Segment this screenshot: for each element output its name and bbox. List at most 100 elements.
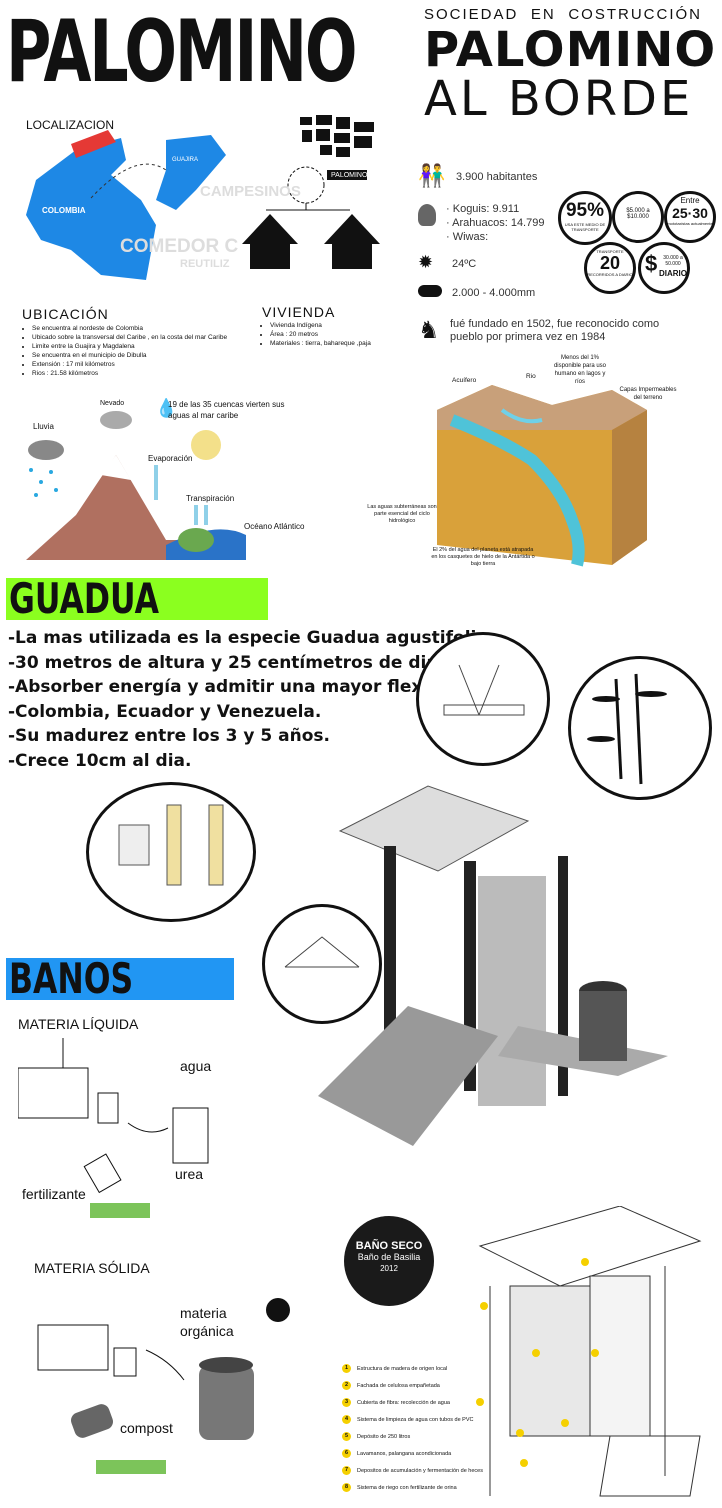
- arrow-line-1: [90, 163, 167, 199]
- guadua-text: -La mas utilizada es la especie Guadua a…: [8, 626, 502, 773]
- guadua-line: -La mas utilizada es la especie Guadua a…: [8, 628, 501, 648]
- legend-text: Lavamanos, palangana acondicionada: [357, 1450, 452, 1457]
- ubicacion-item: Extensión : 17 mil kilómetros: [32, 360, 282, 369]
- solid-process-diagram: [37, 1298, 290, 1474]
- badge-transport: 95% USA ESTE MEDIO DE TRANSPORTE: [558, 191, 612, 245]
- badge-trips-big: 20: [599, 253, 621, 273]
- legend-text: Sistema de riego con fertilizante de ori…: [357, 1484, 457, 1491]
- badge-trips-top: TRANSPORTE: [596, 249, 624, 254]
- temperature-text: 24ºC: [452, 258, 477, 270]
- capas-label: Capas Impermeables del terreno: [619, 387, 677, 401]
- badge-mototaxi-top: Entre: [680, 196, 700, 205]
- compost-label: compost: [120, 1420, 173, 1436]
- dos-porciento-label: El 2% del agua del planeta está atrapada…: [431, 547, 535, 567]
- rio-label: Rio: [526, 373, 536, 380]
- guadua-line: -Colombia, Ecuador y Venezuela.: [8, 701, 322, 722]
- watermark-2: COMEDOR C: [120, 236, 239, 257]
- badge-95-text: USA ESTE MEDIO DE TRANSPORTE: [564, 222, 606, 232]
- badge-price-text: $5.000 a $10.000: [626, 208, 650, 220]
- guadua-line: -Absorber energía y admitir una mayor fl…: [8, 677, 459, 697]
- indigenous-head-icon: [418, 204, 436, 226]
- vivienda-item: Materiales : tierra, bahareque ,paja: [270, 339, 420, 348]
- ethnic-list: · Koguis: 9.911 · Arahuacos: 14.799 · Wi…: [446, 203, 545, 243]
- ubicacion-title: UBICACIÓN: [22, 306, 109, 322]
- guajira-red-shape: [71, 130, 116, 158]
- lluvia-label: Lluvia: [33, 422, 54, 431]
- badge-mototaxi-big: 25·30: [672, 205, 708, 221]
- rain-text: 2.000 - 4.000mm: [452, 287, 536, 299]
- legend-text: Fachada de celulosa empañetada: [357, 1382, 440, 1389]
- localizacion-label: LOCALIZACION: [26, 118, 115, 132]
- colombia-label: COLOMBIA: [42, 206, 86, 215]
- foundation-detail-circle: [86, 782, 256, 922]
- arahuacos-text: Arahuacos: 14.799: [452, 217, 545, 229]
- ubicacion-item: Se encuentra al nordeste de Colombia: [32, 324, 282, 333]
- legend-text: Cubierta de fibra: recolección de agua: [357, 1399, 450, 1406]
- bano-seco-badge: BAÑO SECO Baño de Basilia 2012: [344, 1216, 434, 1306]
- kogis-text: Koguis: 9.911: [452, 203, 520, 215]
- colombia-map: [26, 130, 226, 280]
- dry-toilet-drawing: [476, 1206, 702, 1497]
- ubicacion-item: Se encuentra en el municipio de Dibulla: [32, 351, 282, 360]
- nevado-label: Nevado: [100, 400, 125, 407]
- banos-banner: BANOS: [6, 958, 234, 1000]
- wiwas-text: Wiwas:: [452, 231, 489, 243]
- sociedad-word-2: EN: [530, 6, 556, 23]
- subtitle-al-borde: AL BORDE: [424, 71, 694, 127]
- vivienda-item: Área : 20 metros: [270, 330, 420, 339]
- badge-daily-label: DIARIO: [659, 269, 687, 278]
- guadua-line: -30 metros de altura y 25 centímetros de…: [8, 652, 502, 673]
- fertilizante-label: fertilizante: [22, 1186, 86, 1202]
- watermark-3: REUTILIZ: [180, 258, 230, 270]
- water-cycle-illustration: [26, 411, 246, 560]
- bamboo-circle: [568, 656, 712, 800]
- ubicacion-list: Se encuentra al nordeste de Colombia Ubi…: [18, 324, 282, 378]
- evaporacion-label: Evaporación: [148, 454, 193, 463]
- guadua-line: -Crece 10cm al dia.: [8, 750, 192, 771]
- badge-daily: $ 30.000 a 50.000 DIARIO: [638, 242, 690, 294]
- guadua-title: GUADUA: [9, 574, 159, 623]
- guadua-line: -Su madurez entre los 3 y 5 años.: [8, 726, 330, 746]
- agua-label: agua: [180, 1058, 212, 1074]
- bano-seco-title: BAÑO SECO: [355, 1240, 423, 1252]
- guadua-banner: GUADUA: [6, 578, 268, 620]
- roof-truss-circle: [262, 904, 382, 1024]
- sociedad-word-1: SOCIEDAD: [424, 6, 519, 23]
- urea-label: urea: [175, 1166, 204, 1182]
- people-icon: 👫: [418, 163, 446, 188]
- watermark-1: CAMPESINOS: [200, 183, 301, 200]
- ubicacion-item: Rios : 21.58 kilómetros: [32, 369, 282, 378]
- joint-detail-circle: [416, 632, 550, 766]
- legend-text: Sistema de limpieza de agua con tubos de…: [357, 1416, 474, 1423]
- badge-trips: TRANSPORTE 20 RECORRIDOS A DIARIO: [584, 242, 636, 294]
- vivienda-item: Vivienda Indígena: [270, 321, 420, 330]
- water-drop-icon: 💧: [155, 398, 178, 418]
- aquifer-block-diagram: [437, 385, 647, 567]
- badge-mototaxi: Entre 25·30 mototaxistas actualmente: [664, 191, 716, 243]
- badge-daily-amount: 30.000 a 50.000: [663, 255, 683, 267]
- legend-text: Estructura de madera de origen local: [357, 1365, 448, 1372]
- banos-title: BANOS: [9, 954, 134, 1003]
- bano-seco-subtitle: Baño de Basilia: [357, 1252, 421, 1262]
- bano-seco-year: 2012: [380, 1264, 398, 1273]
- ubicacion-item: Ubicado sobre la transversal del Caribe …: [32, 333, 282, 342]
- ubicacion-item: Limite entre la Guajira y Magdalena: [32, 342, 282, 351]
- cuencas-text: 19 de las 35 cuencas vierten sus aguas a…: [168, 400, 285, 420]
- guajira-shape: [156, 135, 226, 210]
- horse-rider-icon: ♞: [418, 317, 440, 344]
- subtitle-palomino: PALOMINO: [424, 22, 717, 78]
- badge-mototaxi-small: mototaxistas actualmente: [667, 221, 713, 226]
- habitantes-text: 3.900 habitantes: [456, 171, 538, 183]
- badge-trips-bottom: RECORRIDOS A DIARIO: [587, 272, 633, 277]
- colombia-shape: [26, 138, 156, 280]
- bathroom-structure-render: [318, 785, 668, 1146]
- cloud-icon: [418, 285, 442, 297]
- badge-95: 95%: [565, 200, 605, 221]
